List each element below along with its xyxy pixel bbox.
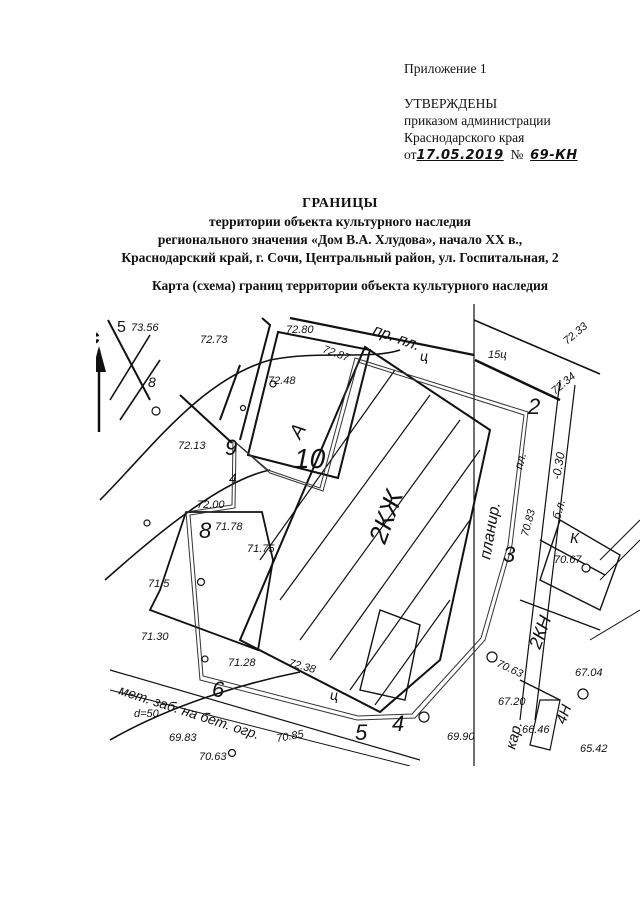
appendix-label: Приложение 1: [404, 61, 487, 76]
north-label: С: [96, 330, 99, 347]
svg-text:70.85: 70.85: [275, 728, 305, 745]
boundary-map: С: [87, 304, 640, 767]
svg-text:2КЖ: 2КЖ: [362, 484, 410, 548]
number-value: 69-КН: [530, 148, 578, 163]
svg-text:72.48: 72.48: [268, 375, 296, 387]
svg-text:б.л.: б.л.: [549, 498, 568, 521]
svg-text:70.63: 70.63: [495, 658, 526, 681]
svg-text:2: 2: [527, 394, 540, 419]
map-caption: Карта (схема) границ территории объекта …: [151, 278, 549, 293]
number-prefix: №: [510, 147, 524, 162]
title-line-3: Краснодарский край, г. Сочи, Центральный…: [121, 250, 559, 265]
date-prefix: от: [404, 147, 417, 162]
order-label: приказом администрации: [404, 113, 551, 128]
svg-text:5: 5: [355, 720, 368, 745]
approved-label: УТВЕРЖДЕНЫ: [404, 96, 498, 111]
svg-text:8: 8: [148, 374, 156, 390]
date-value: 17.05.2019: [416, 148, 504, 163]
svg-text:пр. пл.: пр. пл.: [371, 322, 423, 355]
approval-block: Приложение 1 УТВЕРЖДЕНЫ приказом админис…: [404, 60, 578, 164]
svg-text:70.63: 70.63: [199, 751, 227, 763]
title-main: ГРАНИЦЫ: [302, 196, 378, 211]
svg-text:10: 10: [294, 443, 326, 474]
svg-text:67.04: 67.04: [575, 667, 603, 679]
svg-text:К: К: [570, 530, 580, 547]
svg-text:69.90: 69.90: [447, 731, 475, 743]
svg-text:4Н: 4Н: [553, 702, 576, 726]
svg-text:4: 4: [392, 711, 404, 736]
svg-text:71.28: 71.28: [228, 657, 256, 669]
svg-text:71.78: 71.78: [215, 521, 243, 533]
svg-text:2КН: 2КН: [525, 612, 556, 652]
svg-text:ц: ц: [420, 348, 428, 364]
svg-text:71.75: 71.75: [247, 543, 275, 555]
svg-text:72.73: 72.73: [200, 334, 228, 346]
svg-text:А: А: [285, 420, 311, 443]
svg-text:планир.: планир.: [477, 501, 504, 561]
svg-text:пл.: пл.: [511, 451, 529, 471]
svg-text:72.87: 72.87: [321, 344, 352, 365]
svg-text:72.13: 72.13: [178, 440, 206, 452]
svg-text:3: 3: [503, 542, 516, 567]
main-building-2kzh: [238, 345, 492, 714]
title-line-1: территории объекта культурного наследия: [209, 214, 471, 229]
svg-text:6: 6: [212, 677, 225, 702]
date-number-line: от17.05.2019 № 69-КН: [404, 146, 578, 164]
title-line-2: регионального значения «Дом В.А. Хлудова…: [157, 232, 523, 247]
region-label: Краснодарского края: [404, 130, 525, 145]
svg-text:66.46: 66.46: [522, 724, 550, 736]
svg-text:d=50: d=50: [134, 708, 160, 720]
svg-text:65.42: 65.42: [580, 743, 608, 755]
svg-text:70.83: 70.83: [519, 507, 538, 538]
svg-text:67.20: 67.20: [498, 696, 526, 708]
svg-text:ц: ц: [330, 687, 338, 703]
svg-text:72.00: 72.00: [197, 499, 225, 511]
svg-text:5: 5: [117, 319, 126, 336]
svg-text:70.67: 70.67: [554, 554, 582, 566]
north-arrow-icon: С: [87, 329, 106, 432]
document-title: ГРАНИЦЫ территории объекта культурного н…: [0, 195, 640, 267]
svg-text:71.5: 71.5: [148, 578, 170, 590]
svg-text:73.56: 73.56: [131, 322, 159, 334]
svg-text:9: 9: [225, 435, 237, 460]
svg-text:72.80: 72.80: [286, 324, 314, 336]
svg-text:72.33: 72.33: [561, 320, 590, 347]
svg-text:4: 4: [229, 470, 237, 486]
svg-text:кар.: кар.: [502, 720, 526, 751]
territory-boundary: [185, 357, 529, 721]
svg-text:15ц: 15ц: [488, 349, 507, 361]
svg-text:-0.30: -0.30: [549, 451, 568, 481]
svg-text:8: 8: [199, 518, 212, 543]
svg-text:71.30: 71.30: [141, 631, 169, 643]
svg-text:69.83: 69.83: [169, 732, 197, 744]
